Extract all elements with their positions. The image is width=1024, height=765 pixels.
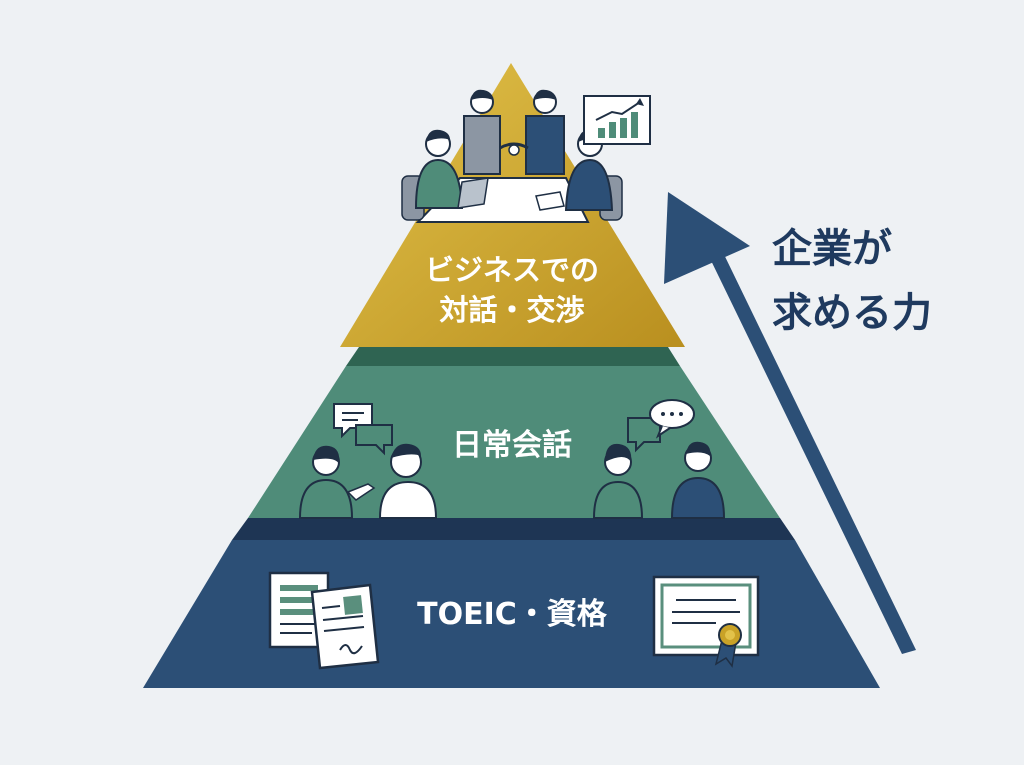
rising-arrow: [664, 192, 916, 654]
growth-chart-icon: [583, 95, 651, 145]
tier-middle-label: 日常会話: [452, 428, 572, 463]
document-icon: [268, 571, 380, 670]
handshake-icon: [463, 89, 565, 175]
tier-top-label-line1: ビジネスでの: [425, 253, 599, 287]
arrow-shaft: [702, 238, 916, 654]
medal-icon: [714, 623, 742, 668]
side-label-line1: 企業が: [772, 226, 892, 272]
tier-top: ビジネスでの 対話・交渉: [340, 63, 685, 347]
laptop-icon: [457, 177, 489, 209]
conversation-people-icon: [298, 441, 726, 519]
tier-bottom: TOEIC・資格: [143, 518, 880, 688]
ellipsis-speech-bubble-icon: [627, 399, 695, 453]
arrow-head: [664, 192, 750, 284]
side-label-line2: 求める力: [772, 290, 932, 336]
tier-middle-shape: [248, 366, 780, 518]
speech-bubble-icon: [333, 403, 393, 456]
certificate-icon: [652, 575, 760, 657]
tier-top-label-line2: 対話・交渉: [439, 293, 584, 327]
tier-middle: 日常会話: [248, 347, 780, 519]
tier-bottom-label: TOEIC・資格: [417, 597, 608, 632]
